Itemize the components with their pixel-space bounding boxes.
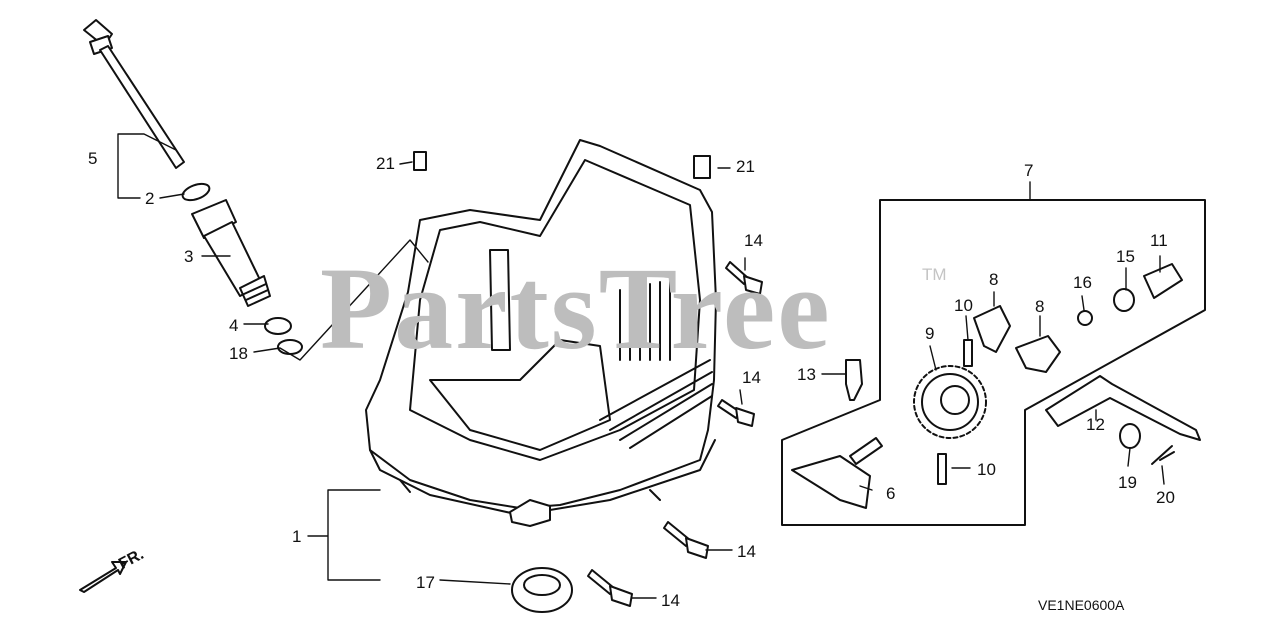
callout-11: 11 bbox=[1150, 231, 1168, 250]
clip-part-16 bbox=[1077, 310, 1093, 326]
callout-20: 20 bbox=[1156, 488, 1175, 507]
washer-part-15 bbox=[1113, 288, 1135, 312]
watermark-text: PartsTree bbox=[320, 243, 832, 374]
bolt-part-bottom-a bbox=[663, 521, 709, 559]
callout-10-top: 10 bbox=[954, 296, 973, 315]
callout-21-left: 21 bbox=[376, 154, 395, 173]
callout-8-left: 8 bbox=[989, 270, 999, 289]
callout-5: 5 bbox=[88, 149, 98, 168]
pin-part-20 bbox=[1151, 445, 1175, 465]
front-direction-arrow bbox=[79, 561, 127, 593]
diagram-code: VE1NE0600A bbox=[1038, 597, 1125, 613]
filler-tube-part bbox=[191, 199, 271, 307]
callout-18: 18 bbox=[229, 344, 248, 363]
watermark-trademark: TM bbox=[922, 265, 947, 284]
crankcase-part bbox=[365, 139, 717, 527]
pin-part-10a bbox=[963, 339, 973, 367]
callout-1: 1 bbox=[292, 527, 302, 546]
callout-4: 4 bbox=[229, 316, 239, 335]
weight-part-8a bbox=[973, 305, 1011, 353]
callout-14-bottom-a: 14 bbox=[737, 542, 756, 561]
bolt-part-13 bbox=[845, 359, 863, 401]
governor-assembly-box bbox=[781, 199, 1206, 526]
dipstick-part bbox=[83, 19, 185, 169]
pin-part-10b bbox=[937, 453, 947, 485]
governor-gear-part bbox=[913, 365, 987, 439]
bolt-part-bottom-b bbox=[587, 569, 633, 607]
clip-part-18 bbox=[277, 339, 303, 355]
callout-14-bottom-b: 14 bbox=[661, 591, 680, 610]
callout-15: 15 bbox=[1116, 247, 1135, 266]
callout-7: 7 bbox=[1024, 161, 1034, 180]
callout-19: 19 bbox=[1118, 473, 1137, 492]
callout-3: 3 bbox=[184, 247, 194, 266]
callout-17: 17 bbox=[416, 573, 435, 592]
shaft-part-12 bbox=[1045, 375, 1201, 441]
bolt-part-mid bbox=[717, 399, 755, 427]
o-ring-part bbox=[181, 182, 211, 202]
callout-21-right: 21 bbox=[736, 157, 755, 176]
oil-seal-part bbox=[511, 567, 573, 613]
callout-8-right: 8 bbox=[1035, 297, 1045, 316]
dowel-pin-right bbox=[693, 155, 711, 179]
callout-10-bottom: 10 bbox=[977, 460, 996, 479]
governor-arm-part bbox=[791, 437, 883, 509]
callout-13: 13 bbox=[797, 365, 816, 384]
callout-14-mid: 14 bbox=[742, 368, 761, 387]
callout-14-top: 14 bbox=[744, 231, 763, 250]
callout-9: 9 bbox=[925, 324, 935, 343]
callout-2: 2 bbox=[145, 189, 155, 208]
callout-6: 6 bbox=[886, 484, 896, 503]
callout-12: 12 bbox=[1086, 415, 1105, 434]
leader-lines bbox=[117, 133, 1165, 599]
washer-part-19 bbox=[1119, 423, 1141, 449]
weight-part-8b bbox=[1015, 335, 1061, 373]
washer-part-4 bbox=[264, 317, 292, 335]
callout-16: 16 bbox=[1073, 273, 1092, 292]
bolt-part-top bbox=[725, 261, 763, 295]
sleeve-part-11 bbox=[1143, 263, 1183, 299]
dowel-pin-left bbox=[413, 151, 427, 171]
